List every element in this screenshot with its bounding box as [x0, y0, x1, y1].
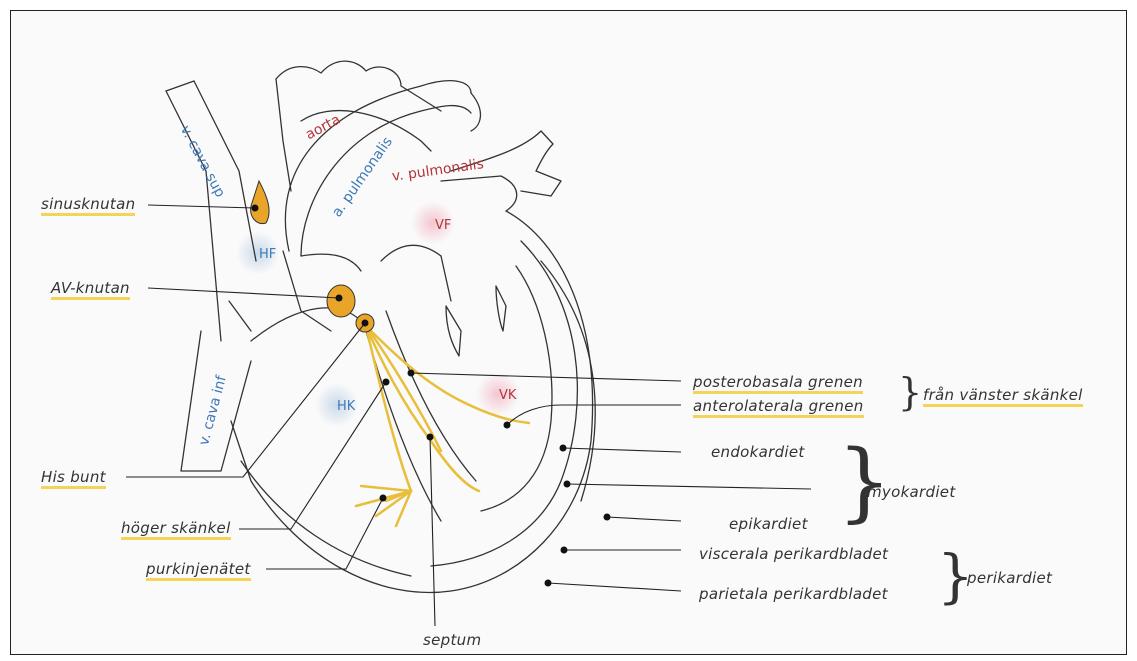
- posterobasala-label: posterobasala grenen: [693, 373, 863, 394]
- hk-label: HK: [337, 399, 355, 414]
- purkinjenatet-label: purkinjenätet: [146, 560, 251, 581]
- septum-label: septum: [423, 631, 481, 649]
- epikardiet-label: epikardiet: [729, 515, 808, 533]
- vf-label: VF: [435, 218, 451, 233]
- hf-label: HF: [259, 247, 276, 262]
- myokardiet-label: myokardiet: [867, 483, 956, 501]
- diagram-frame: v. cava sup v. cava inf aorta a. pulmona…: [10, 10, 1127, 655]
- his-bunt-label: His bunt: [41, 468, 106, 489]
- endokardiet-label: endokardiet: [711, 443, 805, 461]
- vk-label: VK: [499, 388, 516, 403]
- fran-brace: }: [898, 373, 922, 411]
- av-knutan-node: [327, 285, 355, 317]
- av-knutan-label: AV-knutan: [51, 279, 130, 300]
- sinusknutan-label: sinusknutan: [41, 195, 135, 216]
- myokardiet-brace: }: [837, 439, 892, 525]
- fran-vanster-label: från vänster skänkel: [923, 386, 1083, 404]
- parietala-label: parietala perikardbladet: [699, 585, 888, 603]
- hoger-skankel-label: höger skänkel: [121, 519, 231, 540]
- anterolaterala-label: anterolaterala grenen: [693, 397, 864, 418]
- sinusknutan-node: [251, 181, 269, 224]
- viscerala-label: viscerala perikardbladet: [699, 545, 888, 563]
- perikardiet-label: perikardiet: [967, 569, 1052, 587]
- fran-vanster-text: från vänster skänkel: [923, 386, 1083, 407]
